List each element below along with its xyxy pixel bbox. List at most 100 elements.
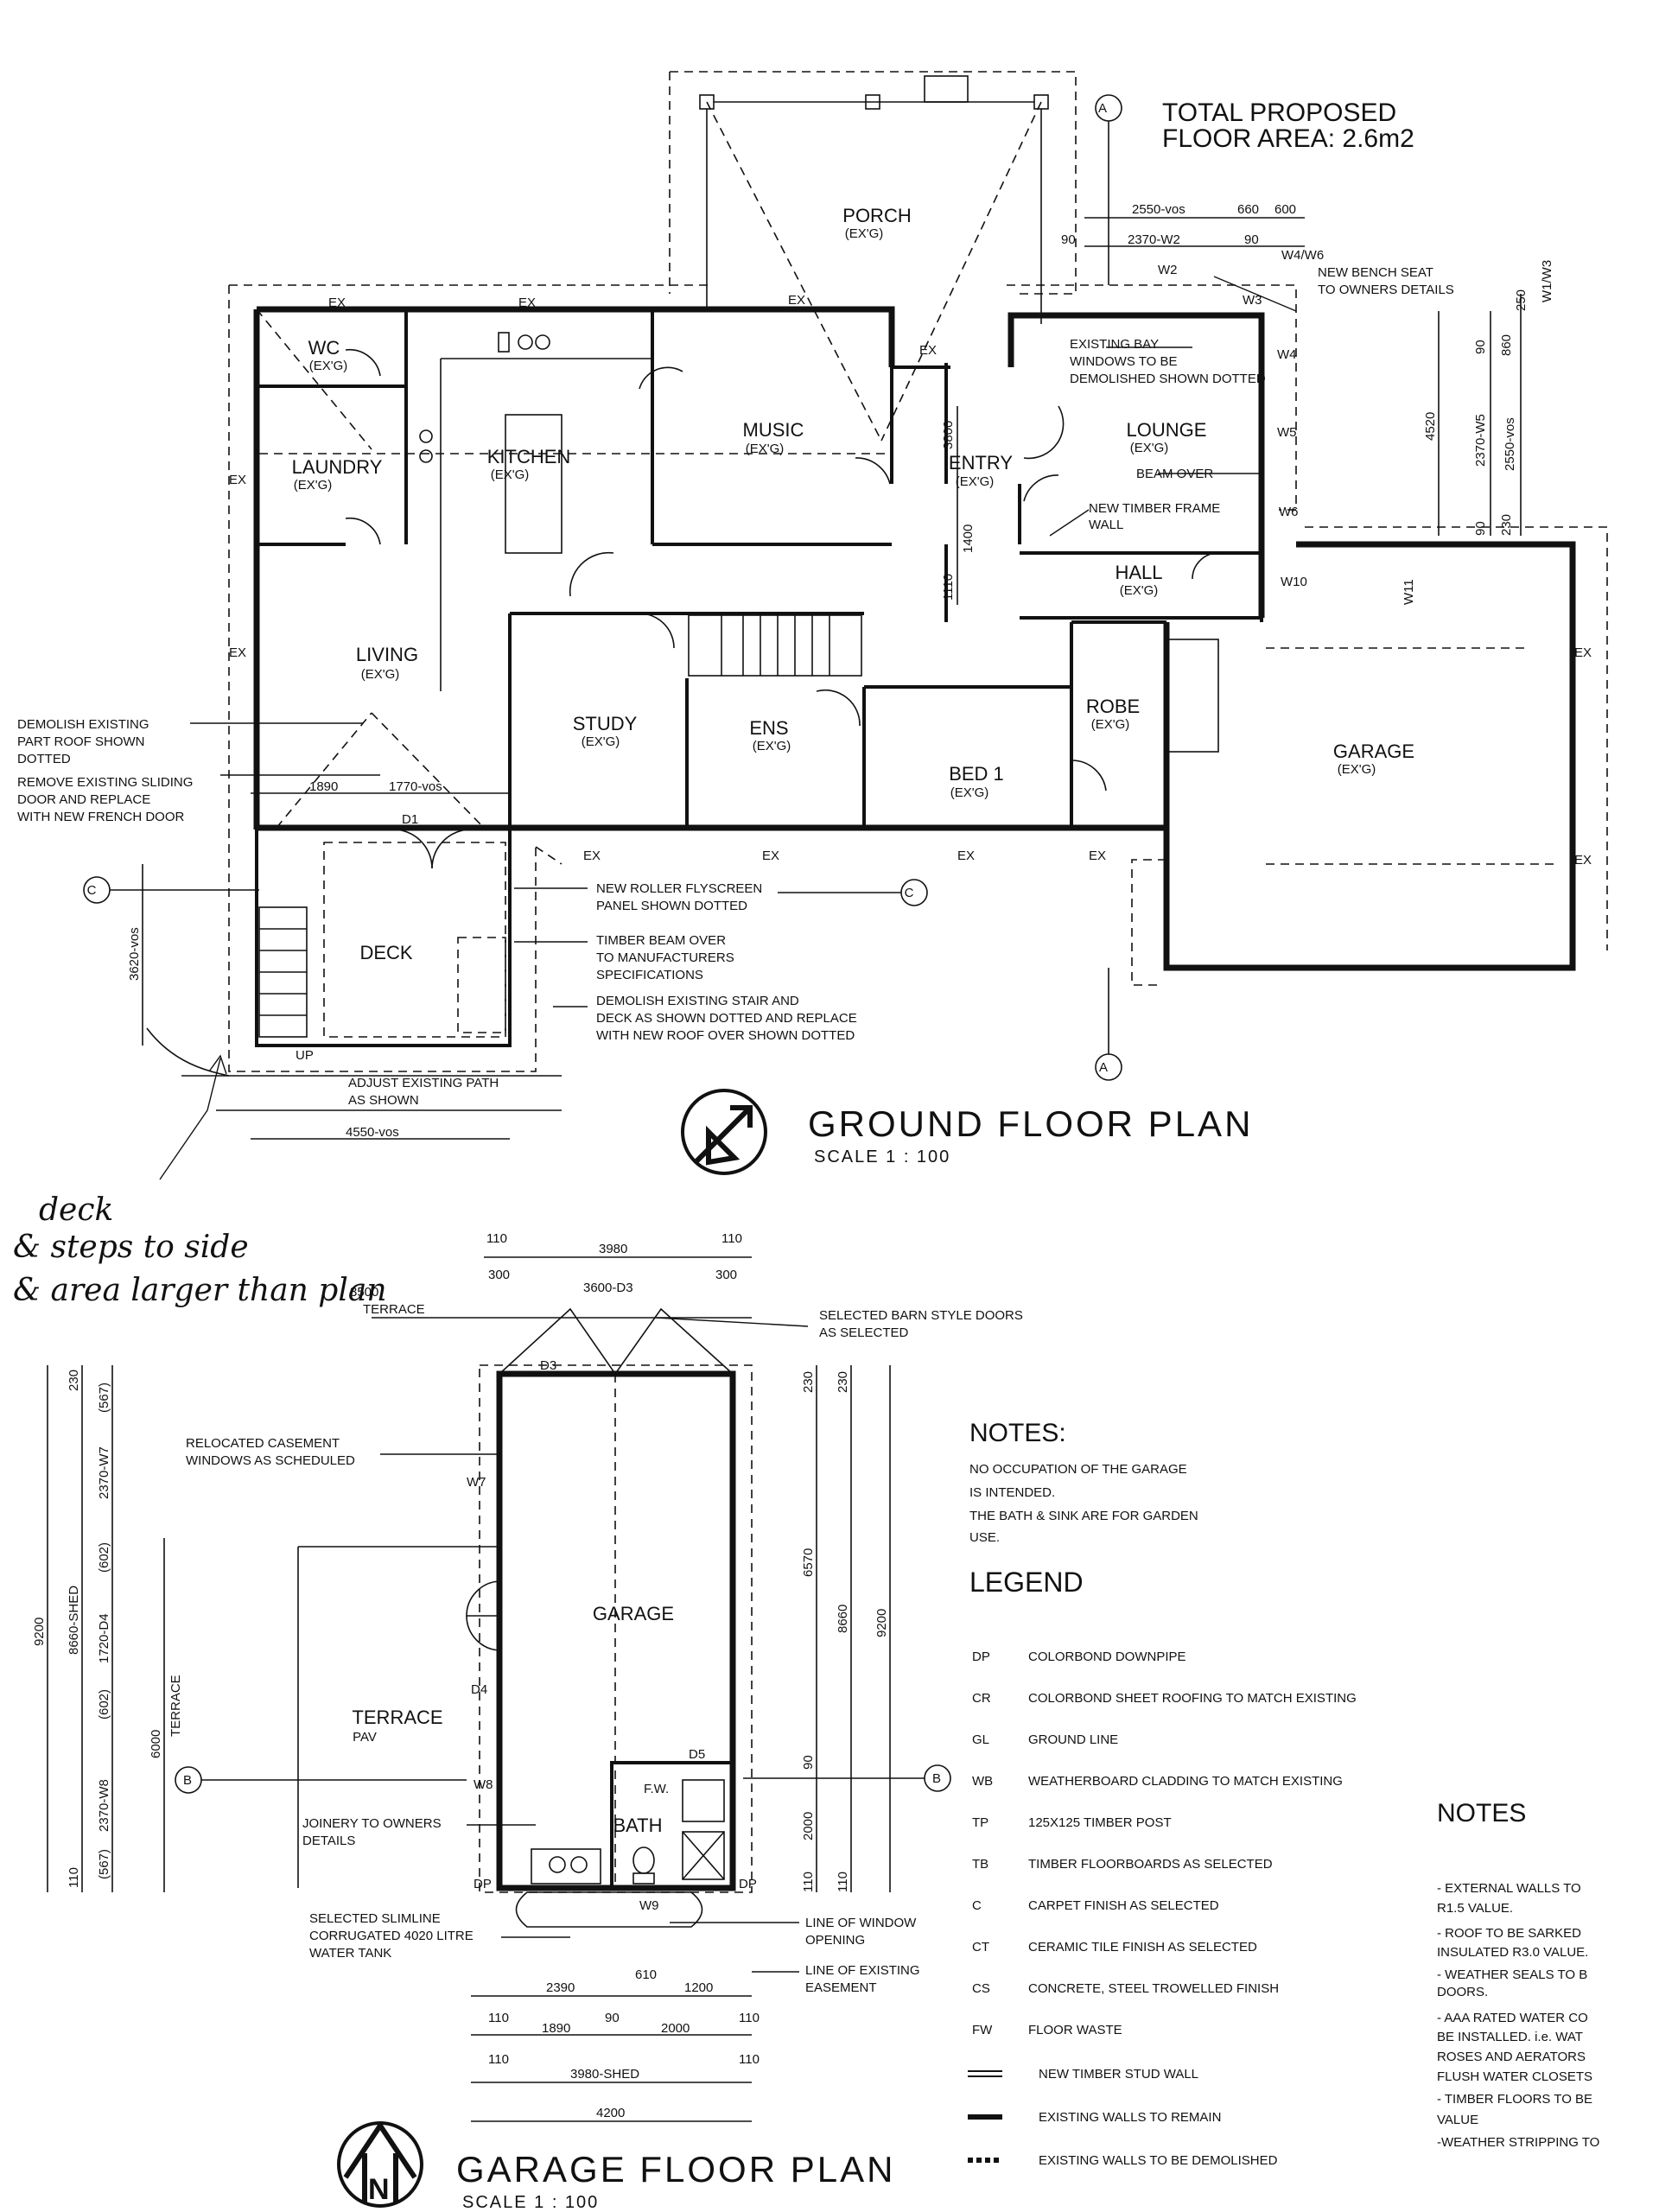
note: TIMBER BEAM OVER [596, 933, 726, 948]
legend-text: CONCRETE, STEEL TROWELLED FINISH [1028, 1981, 1279, 1996]
note: DETAILS [302, 1834, 355, 1848]
legend-text: 125X125 TIMBER POST [1028, 1815, 1172, 1830]
roof-right-line [1007, 284, 1297, 511]
dim: 300 [715, 1268, 737, 1282]
sink-bowl [419, 429, 433, 443]
total-area-value: FLOOR AREA: 2.6m2 [1162, 124, 1414, 153]
dim: (567) [97, 1382, 111, 1413]
dim: EX [1089, 849, 1106, 863]
note: WINDOWS TO BE [1070, 354, 1177, 369]
dim: 3980 [599, 1242, 627, 1256]
room-sub-living: (EX'G) [361, 667, 400, 682]
legend-text: COLORBOND DOWNPIPE [1028, 1649, 1186, 1664]
grid-label: C [87, 883, 97, 898]
room-label-garage: GARAGE [593, 1603, 674, 1624]
dim: 660 [1237, 202, 1259, 217]
existing-garage-wall [1163, 541, 1576, 971]
note: WATER TANK [309, 1946, 391, 1961]
dim: 4550-vos [346, 1125, 399, 1140]
total-area-label: TOTAL PROPOSED [1162, 99, 1396, 127]
legend-text: WEATHERBOARD CLADDING TO MATCH EXISTING [1028, 1774, 1343, 1789]
room-sub-lounge: (EX'G) [1130, 441, 1169, 455]
legend-code: CT [972, 1940, 989, 1955]
dim: W6 [1279, 505, 1299, 519]
french-door-swing [392, 829, 433, 869]
dim: W11 [1402, 579, 1416, 605]
room-label-deck: DECK [359, 942, 412, 963]
notes-line: IS INTENDED. [969, 1485, 1055, 1500]
shower-tray [682, 1831, 725, 1880]
dim: 2370-W2 [1128, 232, 1180, 247]
room-sub-kitchen: (EX'G) [491, 467, 530, 482]
dim: 1890 [309, 779, 338, 794]
legend-code: TB [972, 1857, 988, 1872]
room-label-entry: ENTRY [949, 452, 1013, 474]
note: PANEL SHOWN DOTTED [596, 899, 747, 913]
dim: EX [229, 645, 246, 660]
tag: F.W. [644, 1782, 669, 1796]
note: SELECTED SLIMLINE [309, 1911, 441, 1926]
dim: 250 [1514, 289, 1529, 311]
dim: 860 [1499, 334, 1514, 356]
legend-code: C [972, 1898, 982, 1913]
notes-side: NOTES - EXTERNAL WALLS TO R1.5 VALUE. - … [1437, 1799, 1599, 2150]
dim: 6000 [149, 1730, 163, 1758]
notes-line: NO OCCUPATION OF THE GARAGE [969, 1462, 1187, 1477]
note: LINE OF EXISTING [805, 1963, 920, 1978]
kitchen-island [505, 414, 563, 554]
dim: 2550-vos [1503, 417, 1517, 471]
dim: 2550-vos [1132, 202, 1185, 217]
room-label-robe: ROBE [1086, 696, 1140, 717]
dim: W4 [1277, 347, 1297, 362]
dim: TERRACE [168, 1675, 183, 1737]
room-sub-terrace: PAV [353, 1730, 377, 1745]
cooktop [498, 332, 510, 353]
legend-code: CR [972, 1691, 991, 1706]
deck-outline [255, 830, 512, 1047]
door-swing [1023, 405, 1065, 460]
room-label-living: LIVING [356, 644, 418, 665]
cooktop-burner [518, 334, 533, 350]
handwritten-note: & steps to side [13, 1230, 249, 1265]
north-letter: N [368, 2173, 390, 2206]
room-sub-robe: (EX'G) [1091, 717, 1130, 732]
dim: 2390 [546, 1980, 575, 1995]
grid-label: A [1099, 1060, 1108, 1075]
dim: 110 [739, 2052, 760, 2067]
ground-annotations: TOTAL PROPOSED FLOOR AREA: 2.6m2 EXISTIN… [17, 99, 1454, 1108]
garage-walls [496, 1370, 736, 1891]
legend-text: COLORBOND SHEET ROOFING TO MATCH EXISTIN… [1028, 1691, 1357, 1706]
legend-code: FW [972, 2023, 993, 2037]
dim: 110 [721, 1231, 742, 1246]
ground-dimensions: 2550-vos 660 600 2370-W2 90 90 W4/W6 W2 … [87, 101, 1592, 1140]
door-swing [1023, 474, 1059, 502]
grid-label: B [932, 1771, 941, 1786]
dim: EX [788, 293, 805, 308]
legend-text: CERAMIC TILE FINISH AS SELECTED [1028, 1940, 1257, 1955]
dim: 9200 [874, 1609, 889, 1637]
room-label-study: STUDY [573, 713, 638, 734]
dim: W4/W6 [1281, 248, 1324, 263]
door-swing [1192, 552, 1219, 580]
dim: 110 [836, 1872, 850, 1892]
notes-side-line: BE INSTALLED. i.e. WAT [1437, 2030, 1583, 2044]
dim: 6570 [801, 1548, 816, 1577]
barn-doors [499, 1307, 734, 1376]
dim: TERRACE [363, 1302, 425, 1317]
north-arrow-pointer [343, 2120, 417, 2203]
french-door-swing [431, 829, 472, 869]
room-sub-hall: (EX'G) [1120, 583, 1159, 598]
dim: EX [919, 343, 937, 358]
grid-label: A [1098, 101, 1107, 116]
sink-bowl [570, 1856, 588, 1873]
note: BEAM OVER [1136, 467, 1213, 481]
room-label-laundry: LAUNDRY [292, 456, 383, 478]
note: WINDOWS AS SCHEDULED [186, 1453, 355, 1468]
dim: 110 [486, 1231, 507, 1246]
dim: EX [328, 296, 346, 310]
note: WALL [1089, 518, 1123, 532]
dim: 110 [488, 2052, 509, 2067]
tag: DP [474, 1877, 492, 1891]
side-door-swing [466, 1580, 500, 1617]
dim: 1110 [941, 574, 956, 601]
